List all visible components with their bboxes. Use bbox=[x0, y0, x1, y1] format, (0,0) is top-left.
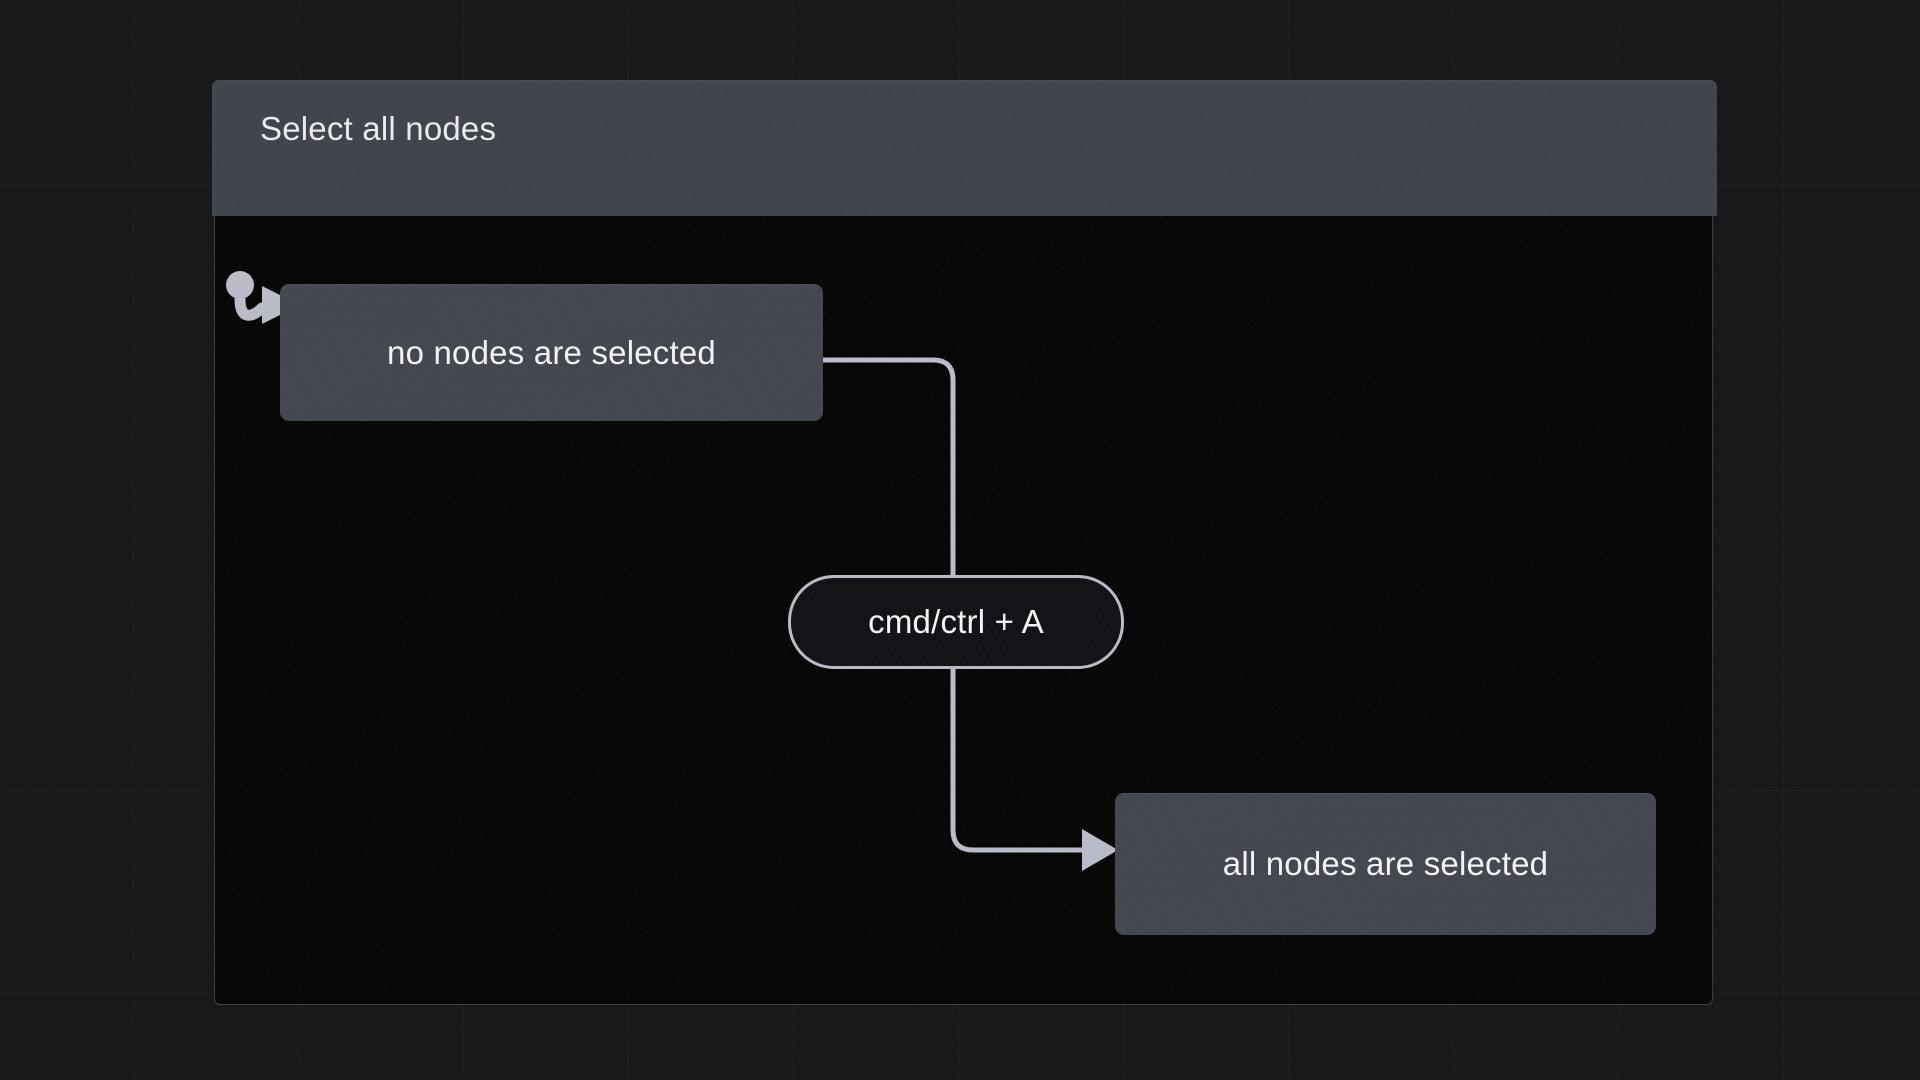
transition-label-pill[interactable]: cmd/ctrl + A bbox=[788, 575, 1124, 669]
state-node-no-selection[interactable]: no nodes are selected bbox=[280, 284, 823, 421]
state-node-all-selected[interactable]: all nodes are selected bbox=[1115, 793, 1656, 935]
transition-label: cmd/ctrl + A bbox=[868, 603, 1044, 640]
page-title: Select all nodes bbox=[260, 110, 497, 147]
state-node-label: all nodes are selected bbox=[1222, 845, 1549, 882]
state-node-label: no nodes are selected bbox=[387, 333, 716, 371]
panel-header: Select all nodes bbox=[212, 80, 1717, 216]
